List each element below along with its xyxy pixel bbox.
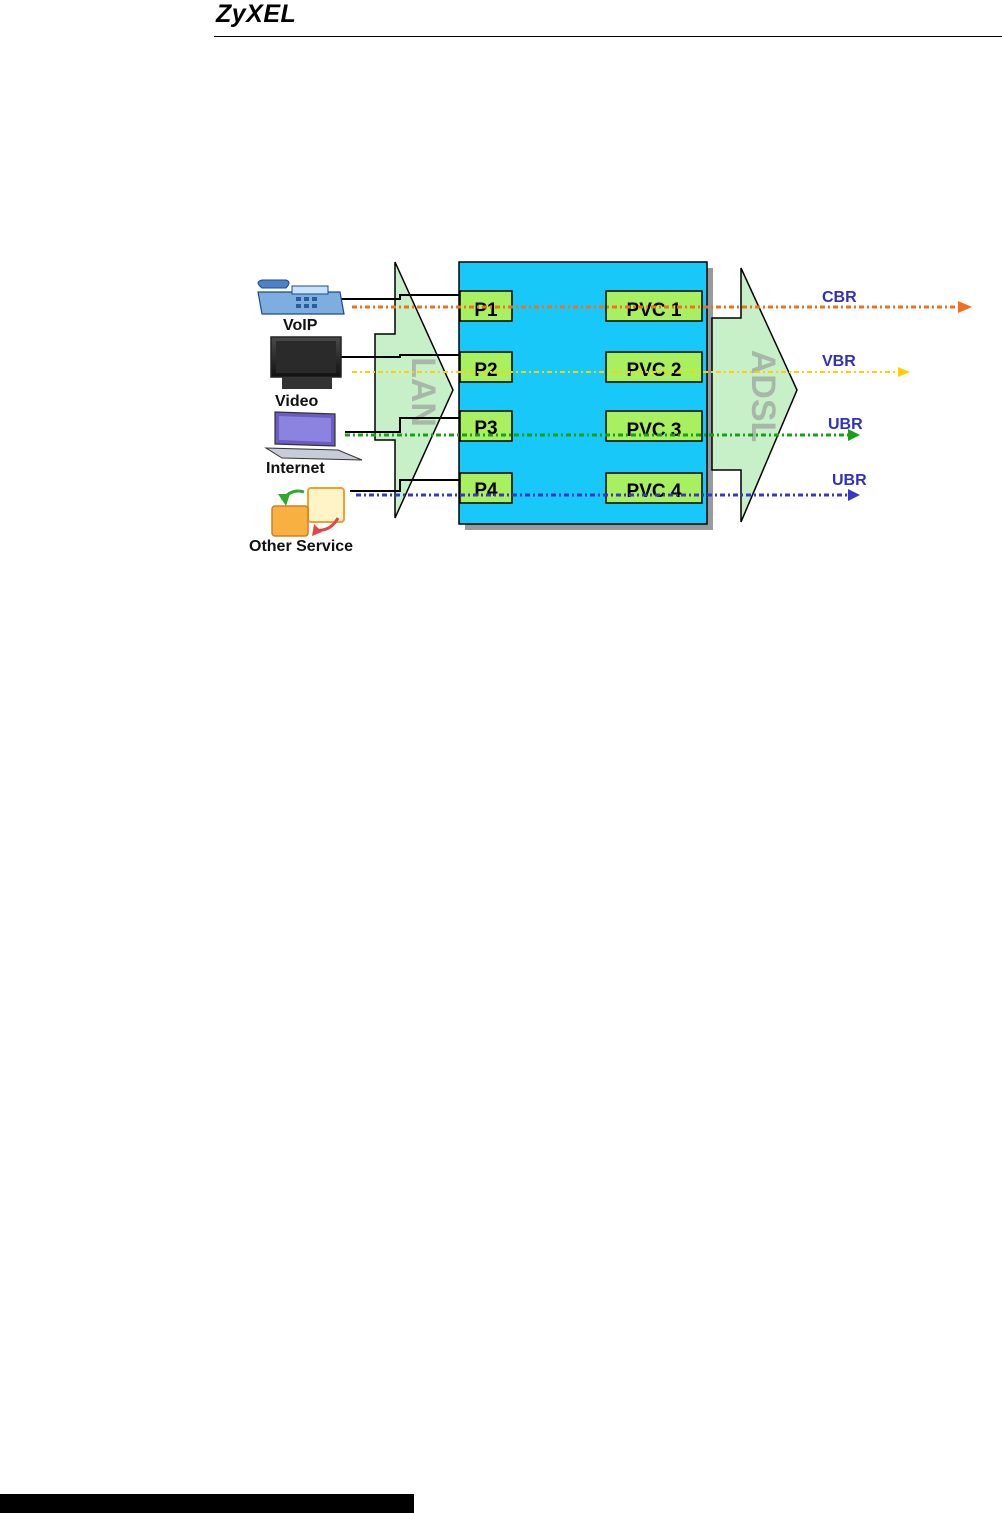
service-label-other: Other Service: [249, 538, 353, 555]
service-connectors: [340, 294, 460, 492]
service-label-internet: Internet: [266, 460, 325, 477]
traffic-line-ubr-1: [345, 429, 860, 441]
lan-arrow: [374, 261, 454, 519]
svg-text:P2: P2: [474, 360, 497, 381]
class-label-ubr-2: UBR: [832, 472, 867, 489]
laptop-icon: [264, 411, 363, 461]
header-rule: [214, 36, 1002, 37]
qos-pvc-diagram: LAN ADSL P1 P2 P3 P4 PVC 1 PVC 2 PVC 3: [249, 261, 972, 555]
svg-text:PVC 3: PVC 3: [627, 420, 682, 441]
service-label-voip: VoIP: [283, 317, 318, 334]
refresh-folder-icon: [271, 487, 345, 537]
adsl-label: ADSL: [744, 350, 782, 443]
pvc-2: PVC 2: [605, 351, 703, 383]
class-label-cbr: CBR: [822, 289, 857, 306]
port-p2: P2: [459, 351, 513, 383]
phone-icon: [257, 279, 345, 315]
traffic-line-cbr: [352, 301, 972, 313]
svg-text:PVC 1: PVC 1: [627, 300, 682, 321]
adsl-arrow: [711, 267, 798, 523]
svg-text:P4: P4: [474, 480, 498, 501]
traffic-line-vbr: [352, 367, 910, 377]
brand-logo: ZyXEL: [216, 0, 297, 28]
lan-label: LAN: [404, 357, 442, 427]
service-label-video: Video: [275, 393, 319, 410]
traffic-line-ubr-2: [356, 489, 860, 501]
pvc-4: PVC 4: [605, 472, 703, 504]
class-label-ubr-1: UBR: [828, 416, 863, 433]
svg-text:P1: P1: [474, 300, 498, 321]
port-p4: P4: [459, 472, 513, 504]
svg-text:PVC 4: PVC 4: [627, 481, 682, 502]
class-label-vbr: VBR: [822, 353, 856, 370]
footer-bar: [0, 1494, 414, 1513]
svg-text:PVC 2: PVC 2: [627, 360, 682, 381]
tv-icon: [270, 336, 342, 389]
